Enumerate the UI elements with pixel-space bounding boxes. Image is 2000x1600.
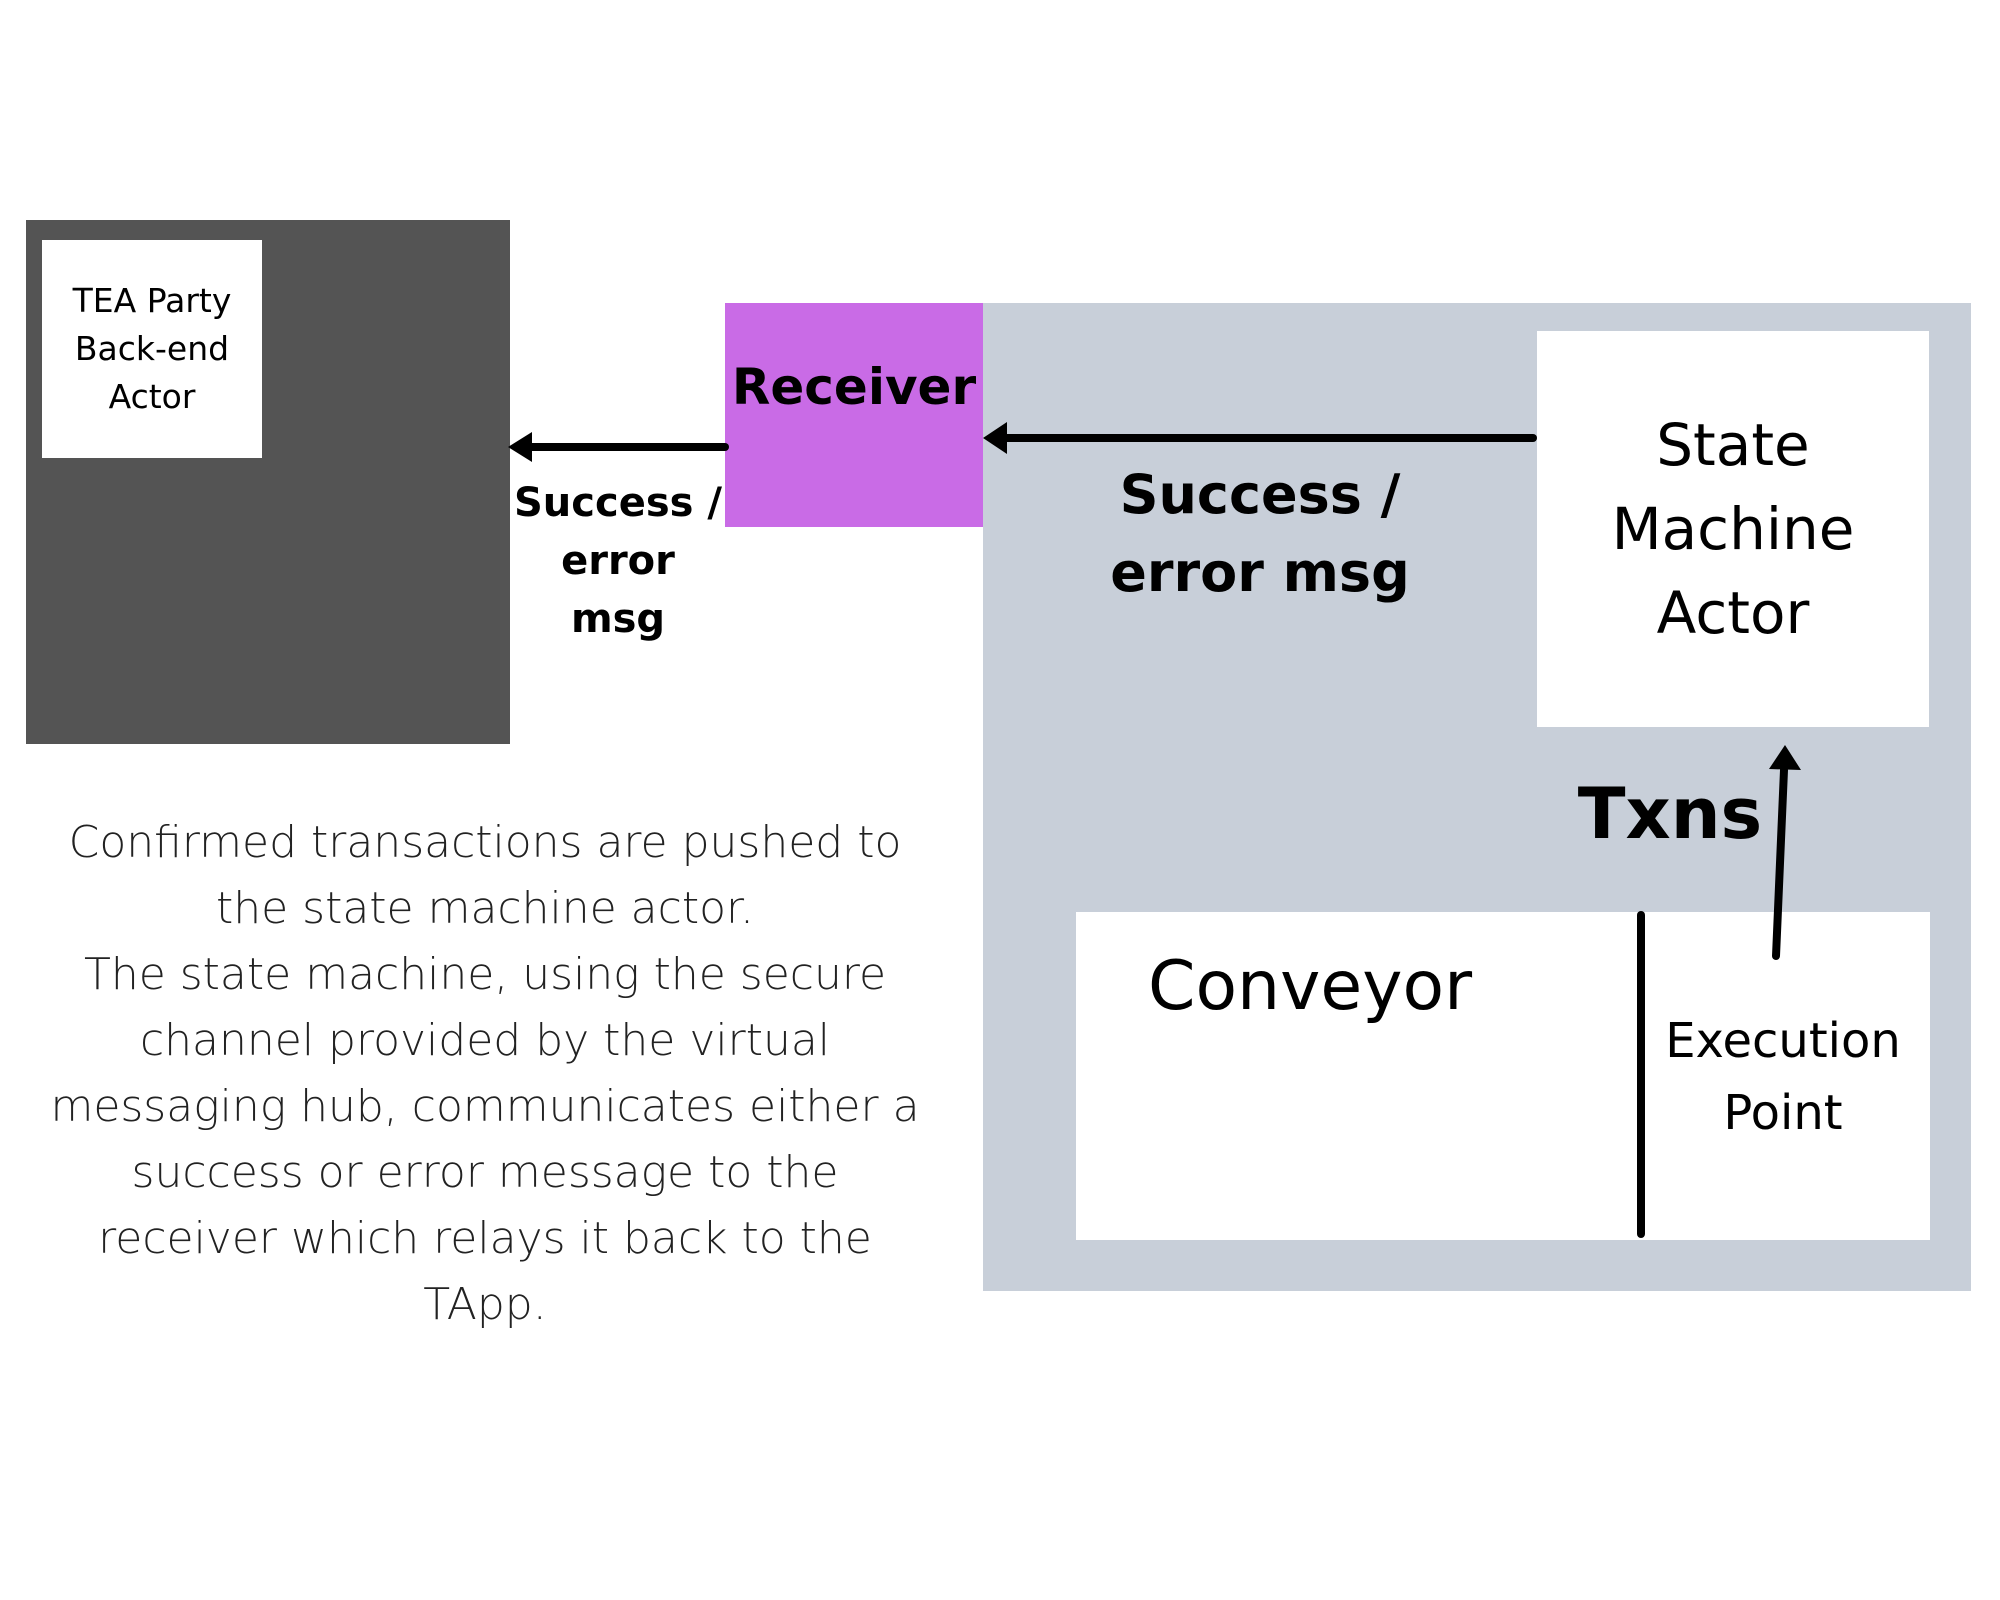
execution-point-label: Execution Point: [1665, 1013, 1901, 1141]
description-text: Confirmed transactions are pushed to the…: [50, 817, 920, 1330]
state-machine-actor: State Machine Actor: [1537, 331, 1929, 727]
receiver-box: [725, 303, 983, 527]
arrow-receiver-to-backend: [508, 432, 729, 462]
receiver-label: Receiver: [731, 358, 977, 416]
label-success-error-left: Success / error msg: [514, 480, 722, 642]
tea-party-backend-actor: TEA Party Back-end Actor: [42, 240, 262, 458]
label-success-error-right: Success / error msg: [1110, 463, 1410, 604]
conveyor-label: Conveyor: [1147, 947, 1473, 1026]
label-txns: Txns: [1577, 773, 1763, 855]
conveyor-box: [1076, 912, 1930, 1240]
